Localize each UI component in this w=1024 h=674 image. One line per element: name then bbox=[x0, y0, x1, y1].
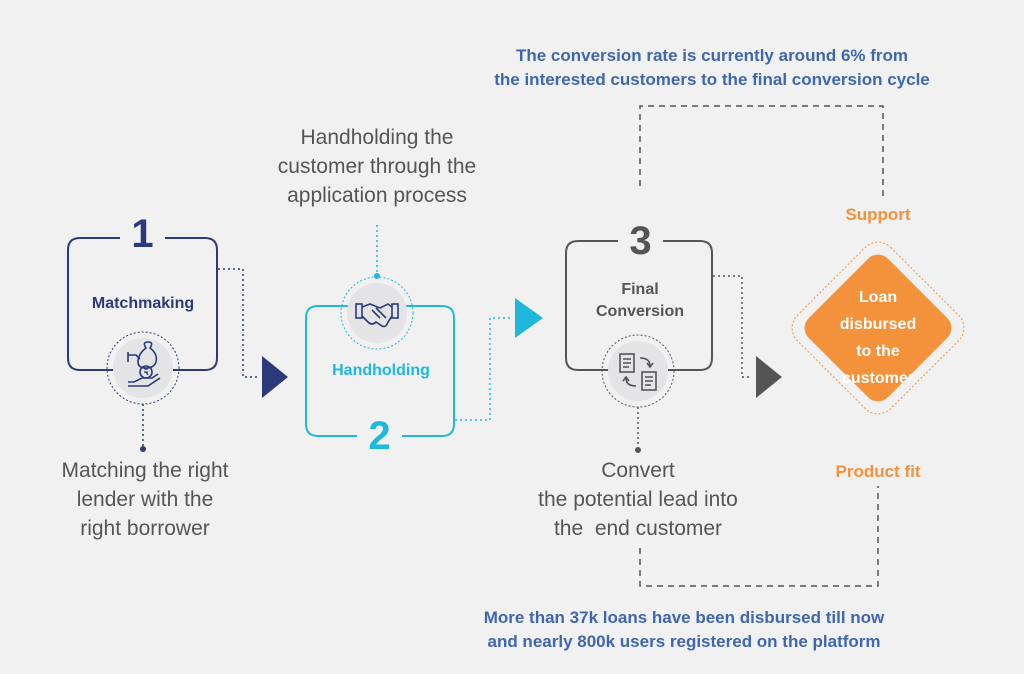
loan-disbursed-text: Loan disbursed to the customer bbox=[818, 284, 938, 392]
loans-stats-line2: and nearly 800k users registered on the … bbox=[487, 632, 881, 651]
loans-stats-line1: More than 37k loans have been disbursed … bbox=[483, 608, 885, 627]
loan-text-line2: disbursed bbox=[839, 316, 917, 333]
loan-text-line4: customer bbox=[841, 370, 915, 387]
step1-number: 1 bbox=[120, 214, 165, 254]
connector-2 bbox=[455, 317, 510, 421]
step3-desc-line2: the potential lead into bbox=[538, 488, 738, 511]
step3-description: Convert the potential lead into the end … bbox=[503, 456, 773, 543]
connector-3 bbox=[713, 275, 752, 378]
step3-label-line2: Conversion bbox=[595, 303, 684, 320]
step3-number: 3 bbox=[618, 221, 663, 261]
step2-number: 2 bbox=[357, 416, 402, 456]
step2-desc-line1: Handholding the bbox=[300, 126, 454, 149]
handshake-icon bbox=[355, 303, 399, 328]
loans-stats-note: More than 37k loans have been disbursed … bbox=[404, 606, 964, 654]
step3-desc-line1: Convert bbox=[601, 459, 675, 482]
step1-desc-line2: lender with the bbox=[76, 488, 214, 511]
loan-diamond bbox=[804, 254, 952, 402]
conversion-rate-note: The conversion rate is currently around … bbox=[432, 44, 992, 92]
step2-label: Handholding bbox=[332, 362, 430, 379]
step3-label-line1: Final bbox=[621, 281, 659, 298]
step2-desc-line3: application process bbox=[287, 184, 467, 207]
step1-label: Matchmaking bbox=[91, 295, 195, 312]
document-exchange-icon bbox=[619, 353, 657, 391]
conversion-rate-note-line1: The conversion rate is currently around … bbox=[515, 46, 909, 65]
conversion-rate-note-line2: the interested customers to the final co… bbox=[494, 70, 930, 89]
step2-desc-line2: customer through the bbox=[277, 155, 477, 178]
step1-description: Matching the right lender with the right… bbox=[25, 456, 265, 543]
support-label: Support bbox=[845, 205, 911, 224]
step1-desc-line1: Matching the right bbox=[61, 459, 229, 482]
step3-label: Final Conversion bbox=[566, 279, 714, 323]
loan-text-line3: to the bbox=[856, 343, 900, 360]
top-loop bbox=[639, 105, 884, 198]
hand-money-bag-icon bbox=[127, 341, 161, 387]
arrow-3 bbox=[756, 356, 782, 398]
bottom-loop bbox=[639, 486, 879, 587]
connector-1 bbox=[218, 268, 258, 378]
arrow-2 bbox=[515, 298, 543, 338]
step3-desc-line3: the end customer bbox=[553, 517, 723, 540]
step2-description: Handholding the customer through the app… bbox=[252, 123, 502, 210]
step1-desc-line3: right borrower bbox=[80, 517, 210, 540]
arrow-1 bbox=[262, 356, 288, 398]
product-fit-label: Product fit bbox=[835, 462, 921, 481]
loan-text-line1: Loan bbox=[858, 289, 898, 306]
